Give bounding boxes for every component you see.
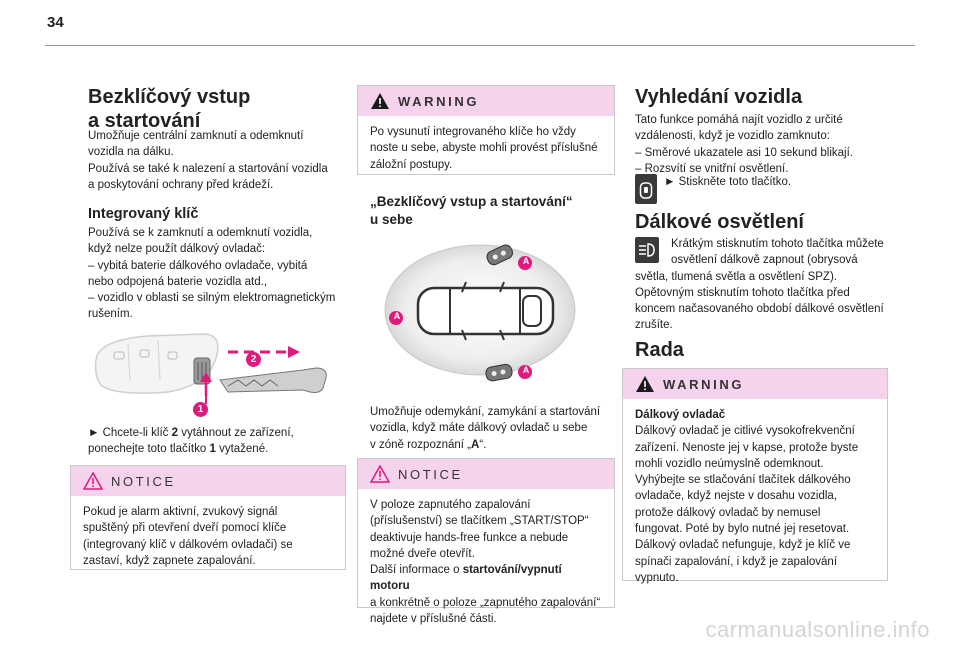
warning-triangle-icon xyxy=(636,376,654,392)
notice-header-2: NOTICE xyxy=(358,459,614,489)
warning-label: WARNING xyxy=(398,93,480,109)
zone-label-a: A xyxy=(522,256,530,266)
notice-header: NOTICE xyxy=(71,466,345,496)
warning-subtitle: Dálkový ovladač xyxy=(635,409,726,421)
find-vehicle-title: Vyhledání vozidla xyxy=(635,86,803,108)
integrated-key-illustration xyxy=(94,333,327,404)
warning-box: WARNING Po vysunutí integrovaného klíče … xyxy=(357,85,615,175)
section-title: Bezklíčový vstup a startování xyxy=(88,86,251,132)
header-rule xyxy=(45,45,915,46)
notice-box-2: NOTICE V poloze zapnutého zapalování (př… xyxy=(357,458,615,625)
find-instruction: ► Stiskněte toto tlačítko. xyxy=(664,176,792,188)
recognition-zone-diagram xyxy=(384,244,576,382)
remote-lighting-text: Krátkým stisknutím tohoto tlačítka můžet… xyxy=(635,238,884,332)
key-instruction: ► Chcete-li klíč 2 vytáhnout ze zařízení… xyxy=(88,427,294,456)
remote-lighting-title: Dálkové osvětlení xyxy=(635,211,804,233)
find-vehicle-text: Tato funkce pomáhá najít vozidlo z určit… xyxy=(635,114,853,175)
zone-label-a: A xyxy=(393,311,401,321)
intro-text: Umožňuje centrální zamknutí a odemknutí … xyxy=(88,130,328,191)
warning-box-2: WARNING Dálkový ovladač Dálkový ovladač … xyxy=(622,368,888,584)
zone-label-a: A xyxy=(522,365,530,375)
subsection-title: Integrovaný klíč xyxy=(88,206,199,222)
notice-label-2: NOTICE xyxy=(398,466,463,482)
warning-triangle-icon xyxy=(371,93,389,109)
notice-triangle-icon xyxy=(370,465,390,483)
handsfree-description: Umožňuje odemykání, zamykání a startován… xyxy=(370,406,601,451)
tips-title: Rada xyxy=(635,339,684,361)
callout-2: 2 xyxy=(246,352,261,367)
warning-header: WARNING xyxy=(358,86,614,116)
page-number: 34 xyxy=(47,14,64,31)
notice-label: NOTICE xyxy=(111,473,176,489)
key-text: Používá se k zamknutí a odemknutí vozidl… xyxy=(88,227,336,321)
handsfree-heading: „Bezklíčový vstup a startování“ u sebe xyxy=(370,194,573,227)
notice-box: NOTICE Pokud je alarm aktivní, zvukový s… xyxy=(70,465,346,570)
warning-label-2: WARNING xyxy=(663,376,745,392)
watermark: carmanualsonline.info xyxy=(705,617,930,642)
callout-1: 1 xyxy=(193,402,208,417)
headlamp-button-icon xyxy=(635,237,659,263)
warning-header-2: WARNING xyxy=(623,369,887,399)
lock-button-icon xyxy=(635,174,657,204)
notice-triangle-icon xyxy=(83,472,103,490)
